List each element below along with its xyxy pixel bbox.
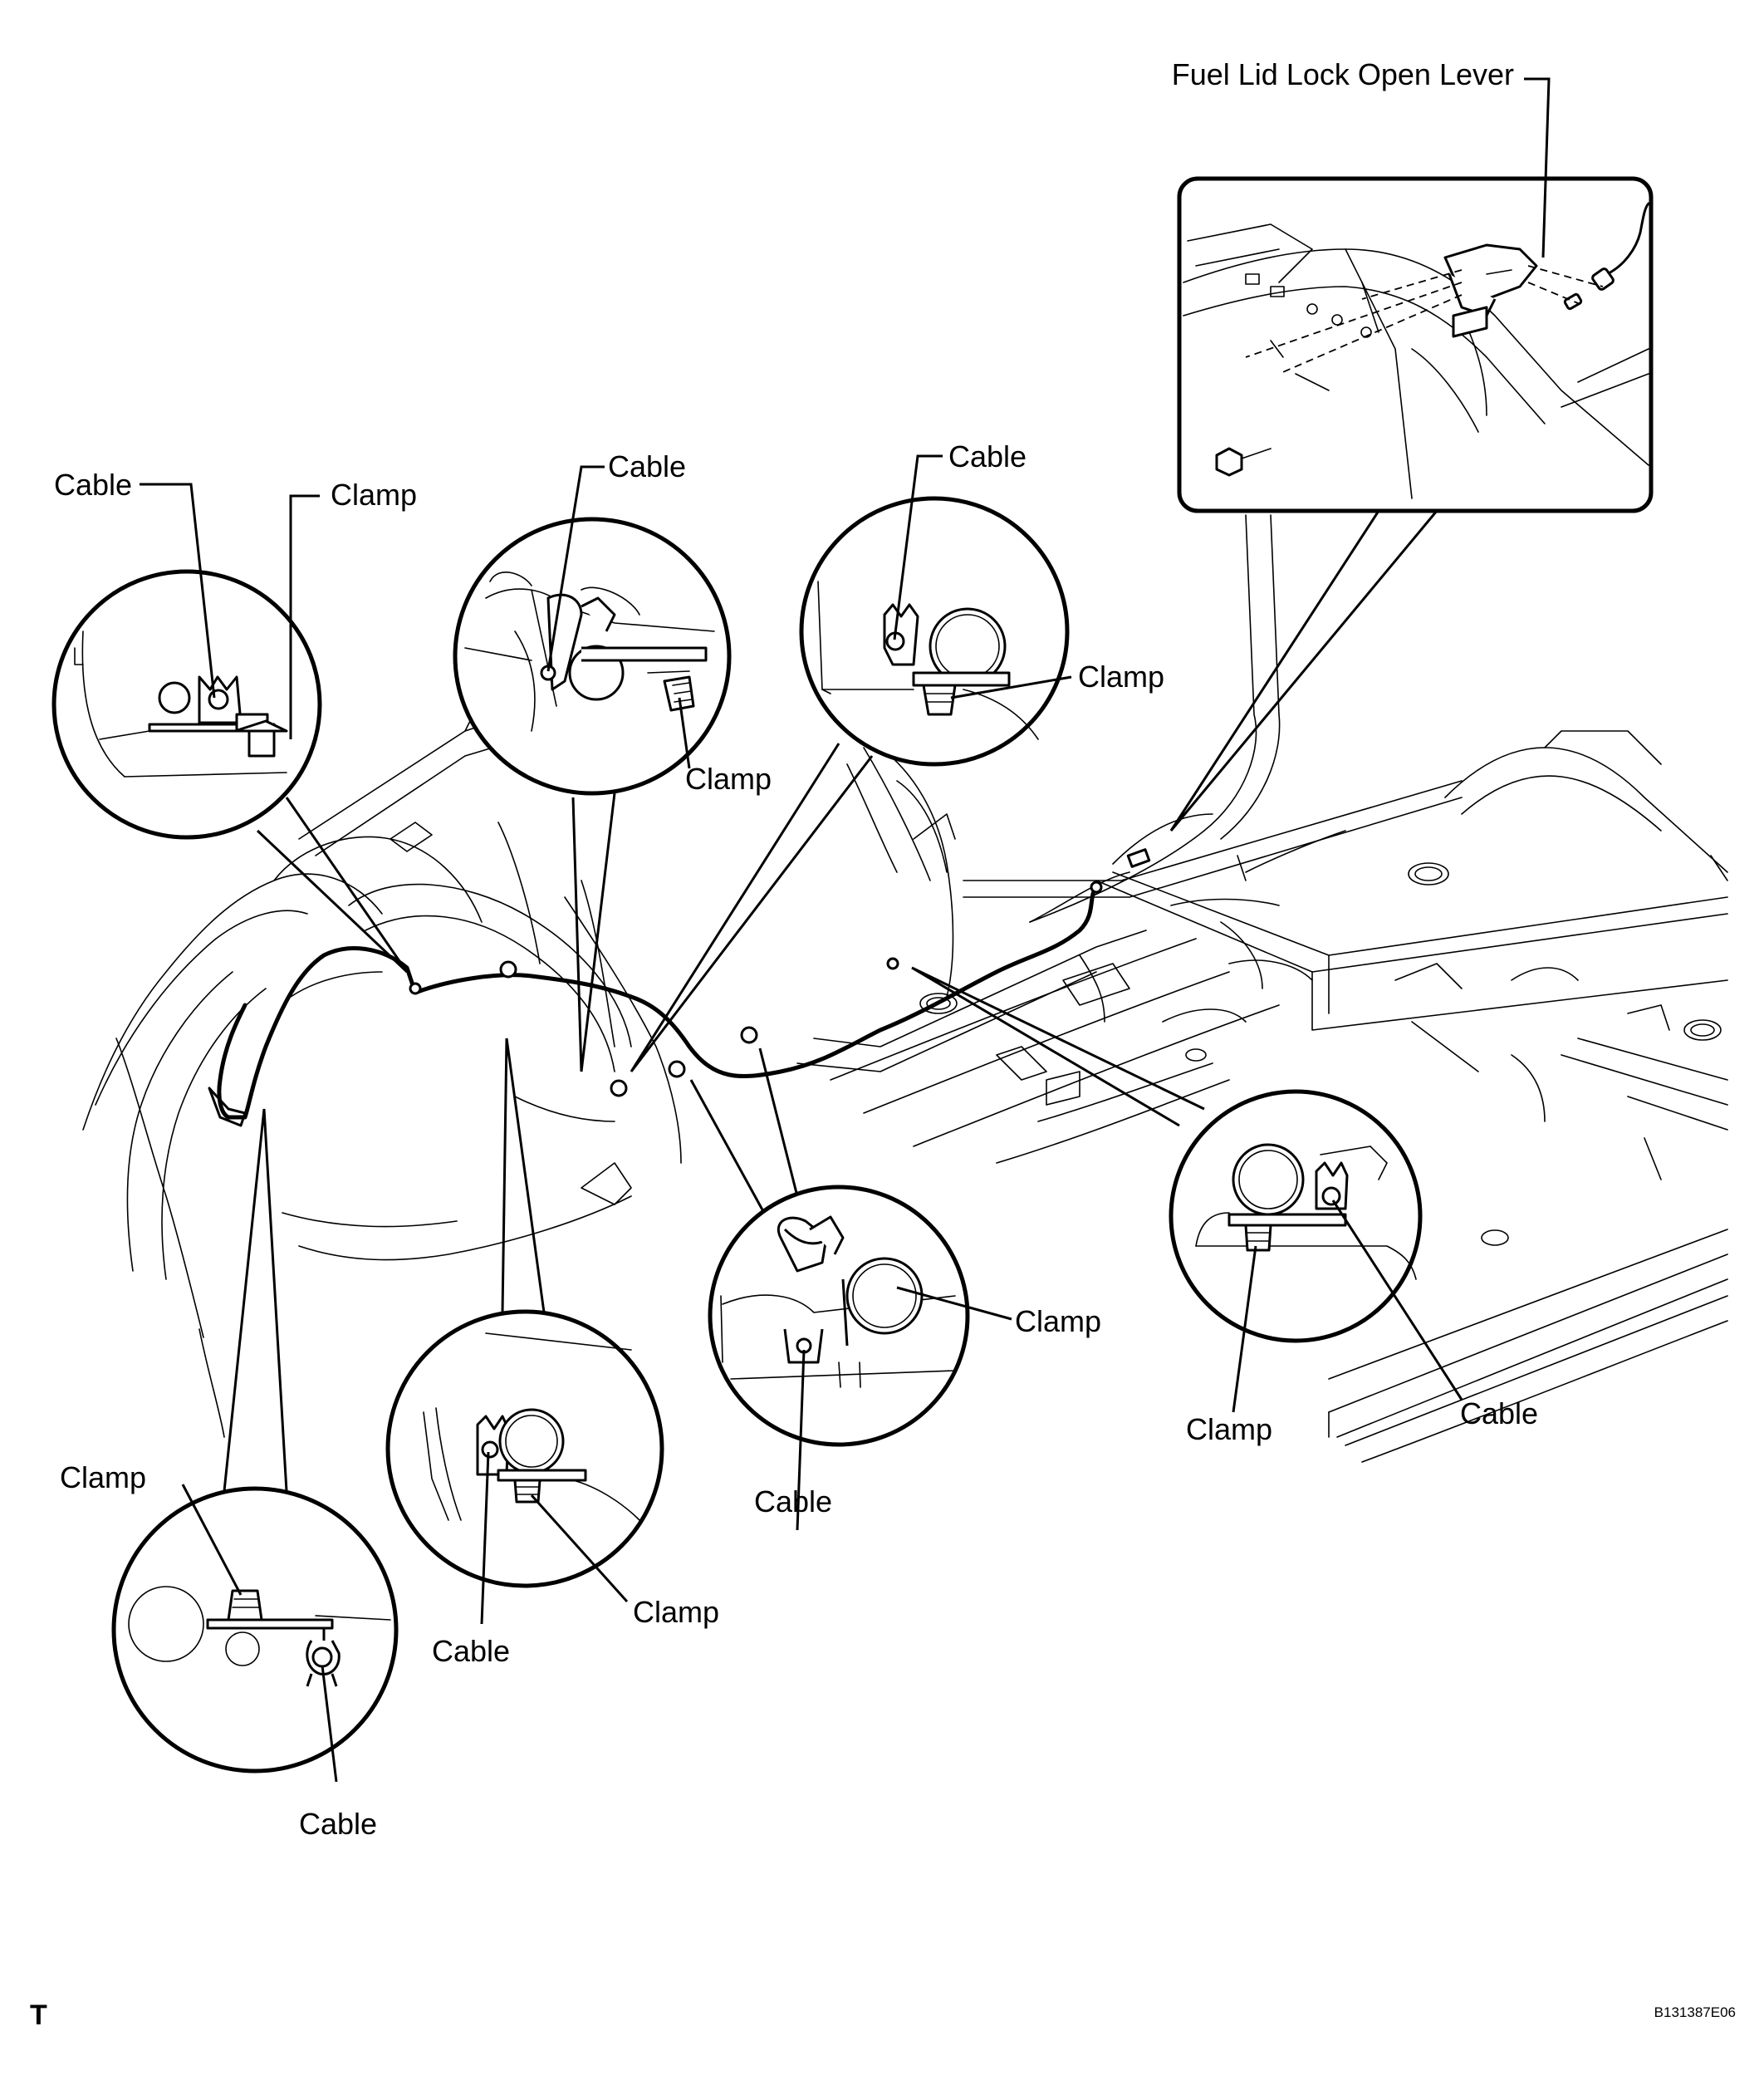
label-clamp-g: Clamp [1015,1304,1101,1338]
detail-bubble-h [1169,1089,1423,1343]
callout-leaders [140,77,1551,1783]
lever-inset [1177,176,1654,513]
callout-labels: Fuel Lid Lock Open Lever Cable Clamp Cab… [54,57,1538,1841]
label-cable-e: Cable [299,1807,377,1841]
corner-marks: T B131387E06 [30,1999,1736,2031]
detail-bubble-g [708,1185,970,1447]
label-clamp-h: Clamp [1186,1412,1272,1446]
label-clamp-b: Clamp [685,762,772,796]
label-cable-f: Cable [432,1634,510,1668]
view-letter: T [30,1999,47,2031]
fuel-lid-cable-route [208,848,1151,1127]
detail-bubble-f [385,1309,664,1588]
label-clamp-e: Clamp [60,1460,146,1494]
label-cable-g: Cable [754,1484,832,1518]
bubble-pointers [223,510,1438,1492]
label-cable-c: Cable [948,439,1027,473]
label-clamp-c: Clamp [1078,660,1164,694]
detail-bubble-c [799,496,1070,767]
detail-bubble-a [51,569,322,840]
label-cable-b: Cable [608,449,686,483]
detail-bubble-b [453,517,732,796]
detail-bubble-e [111,1486,399,1774]
label-cable-h: Cable [1460,1396,1538,1430]
label-clamp-a: Clamp [331,478,417,512]
label-fuel-lid-lock-open-lever: Fuel Lid Lock Open Lever [1172,57,1514,91]
label-cable-a: Cable [54,468,132,502]
figure-code: B131387E06 [1654,2004,1736,2020]
label-clamp-f: Clamp [633,1595,719,1629]
